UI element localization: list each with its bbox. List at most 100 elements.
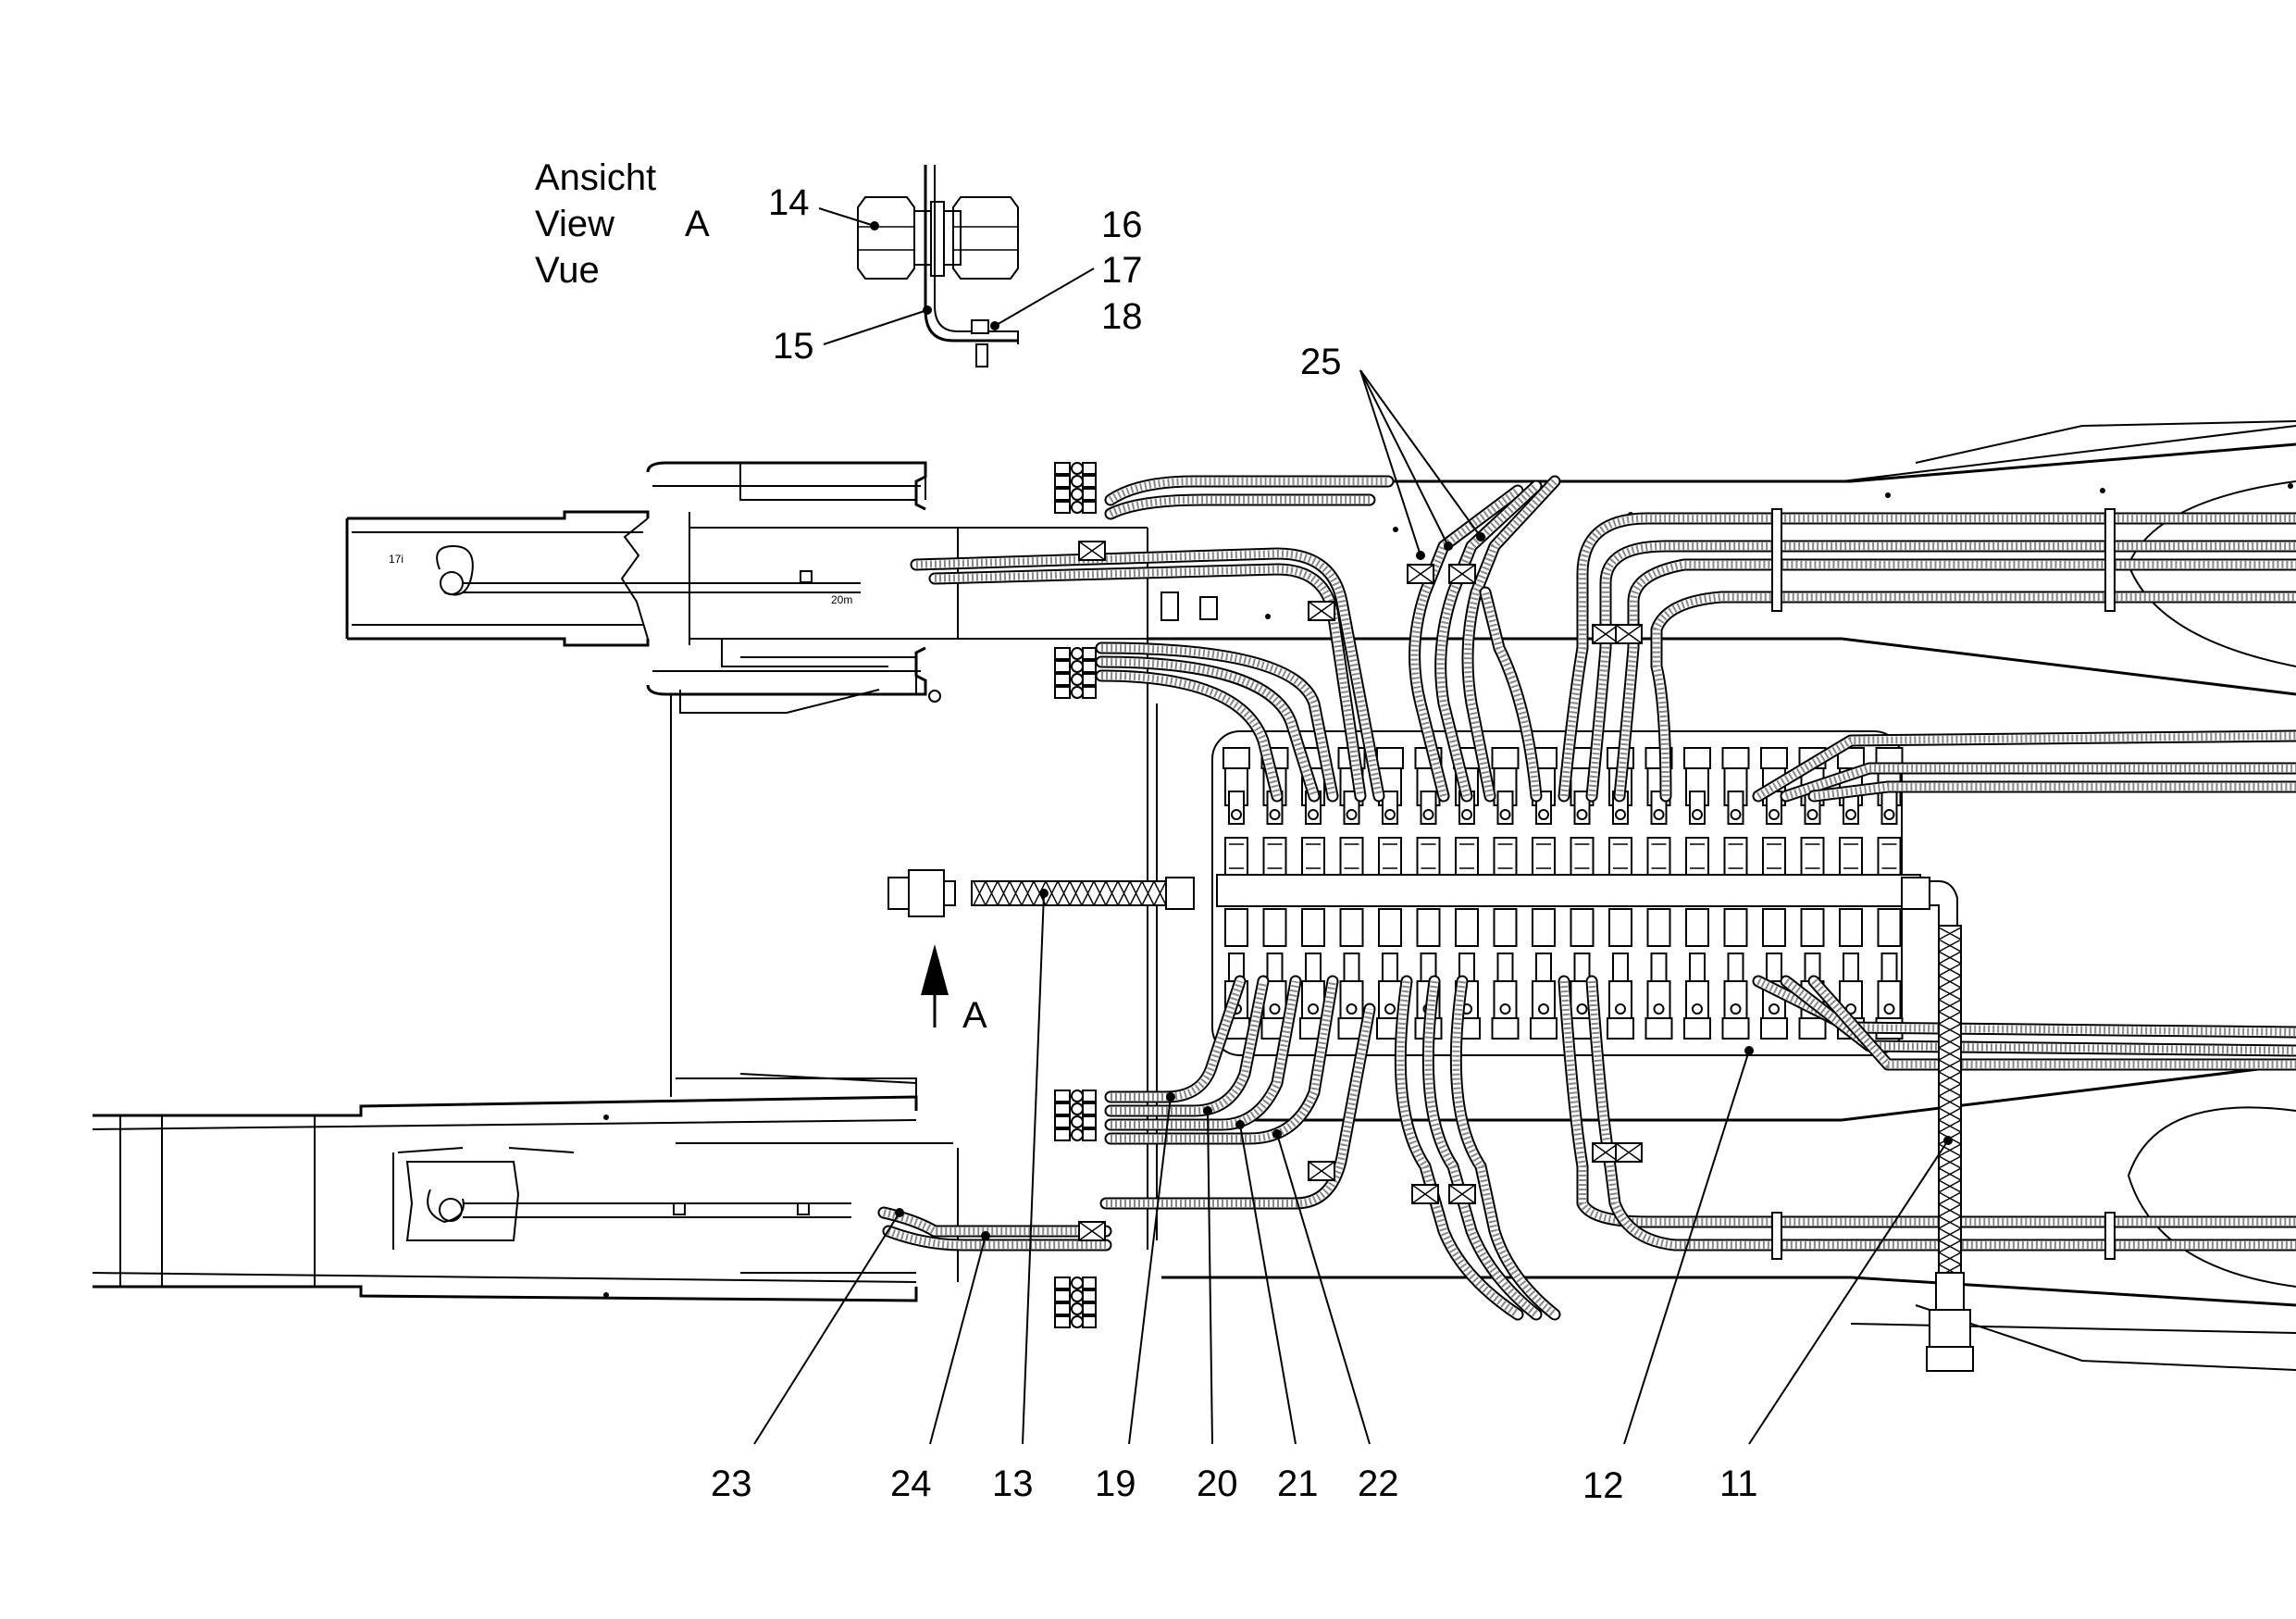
supply-hose-13: [887, 869, 1195, 917]
callout-24: 24: [890, 1463, 932, 1504]
callout-20: 20: [1197, 1463, 1238, 1504]
connector-plug: [1054, 488, 1071, 501]
connector-plug: [1054, 501, 1071, 514]
valve-cap: [1798, 1017, 1827, 1040]
valve-body: [1608, 980, 1632, 1019]
callout-25: 25: [1300, 342, 1342, 382]
valve-body: [1493, 837, 1518, 876]
valve-body: [1723, 908, 1748, 947]
connector-plug: [1054, 1289, 1071, 1302]
valve-body: [1608, 837, 1632, 876]
valve-body: [1416, 837, 1441, 876]
valve-cap: [1760, 1017, 1788, 1040]
valve-body: [1416, 908, 1441, 947]
valve-body: [1532, 908, 1556, 947]
connector-plug: [1054, 1102, 1071, 1115]
view-arrow-letter: A: [962, 995, 987, 1036]
callout-15: 15: [773, 326, 814, 367]
valve-cap: [1683, 747, 1711, 769]
callout-19: 19: [1095, 1463, 1136, 1504]
valve-body: [1800, 908, 1825, 947]
valve-body: [1646, 837, 1671, 876]
bulkhead-fitting: [857, 196, 1019, 280]
valve-body: [1378, 908, 1402, 947]
connector-plug: [1054, 1090, 1071, 1102]
view-label-view: View: [535, 204, 614, 244]
valve-cap: [1721, 1017, 1750, 1040]
part-mark-17i: 17i: [389, 553, 403, 566]
valve-body: [1339, 908, 1364, 947]
valve-cap: [1530, 1017, 1558, 1040]
valve-cap: [1222, 747, 1250, 769]
bottom-callouts: 23 24 13 19 20 21 22 12 11 25: [711, 342, 1949, 1506]
connector-plug: [1054, 462, 1071, 475]
callout-12: 12: [1582, 1465, 1624, 1506]
callout-17: 17: [1101, 250, 1143, 291]
connector-plug: [1054, 1277, 1071, 1289]
callout-18: 18: [1101, 296, 1143, 337]
return-hose-11: [1901, 877, 1974, 1372]
hose-connectors: [1054, 462, 1097, 1328]
connector-plug: [1054, 686, 1071, 699]
bundle-clip: [2104, 508, 2116, 612]
connector-plug: [1054, 647, 1071, 660]
callout-16: 16: [1101, 205, 1143, 245]
view-label-letter: A: [685, 204, 710, 244]
valve-body: [1877, 837, 1902, 876]
valve-body: [1646, 980, 1671, 1019]
connector-plug: [1054, 475, 1071, 488]
callout-14: 14: [768, 182, 810, 223]
view-label-ansicht: Ansicht: [535, 157, 656, 198]
connector-plug: [1054, 1315, 1071, 1328]
valve-cap: [1721, 747, 1750, 769]
valve-body: [1455, 908, 1479, 947]
valve-body: [1800, 837, 1825, 876]
valve-body: [1685, 837, 1709, 876]
valve-body: [1877, 908, 1902, 947]
callout-22: 22: [1358, 1463, 1399, 1504]
valve-body: [1493, 980, 1518, 1019]
valve-cap: [1607, 1017, 1634, 1040]
lower-boom-arm: [92, 1073, 959, 1302]
valve-body: [1570, 837, 1595, 876]
connector-plug: [1054, 1302, 1071, 1315]
valve-body: [1839, 837, 1863, 876]
connector-plug: [1054, 1115, 1071, 1128]
valve-cap: [1644, 1017, 1673, 1040]
valve-body: [1608, 908, 1632, 947]
connector-plug: [1054, 673, 1071, 686]
hose-clamps-25: [1359, 369, 1485, 560]
valve-body: [1262, 837, 1287, 876]
valve-body: [1762, 908, 1786, 947]
valve-body: [1646, 908, 1671, 947]
callout-13: 13: [992, 1463, 1034, 1504]
valve-cap: [1376, 747, 1404, 769]
upper-boom-arm: 17i 20m: [345, 461, 1148, 714]
valve-body: [1301, 908, 1325, 947]
callout-11: 11: [1719, 1463, 1758, 1504]
valve-body: [1339, 837, 1364, 876]
callout-21: 21: [1277, 1463, 1319, 1504]
valve-body: [1493, 908, 1518, 947]
valve-body: [1723, 837, 1748, 876]
valve-body: [1224, 908, 1248, 947]
part-mark-20m: 20m: [831, 593, 852, 606]
valve-body: [1224, 837, 1248, 876]
view-label-vue: Vue: [535, 250, 600, 291]
valve-body: [1723, 980, 1748, 1019]
valve-cap: [1491, 747, 1520, 769]
connector-plug: [1054, 1128, 1071, 1141]
bundle-clip: [2104, 1212, 2116, 1260]
valve-cap: [1760, 747, 1788, 769]
bundle-clip: [1771, 1212, 1782, 1260]
valve-body: [1532, 837, 1556, 876]
connector-plug: [1054, 660, 1071, 673]
valve-cap: [1491, 1017, 1520, 1040]
valve-body: [1455, 837, 1479, 876]
valve-body: [1685, 908, 1709, 947]
bundle-clip: [1771, 508, 1782, 612]
view-a-detail: Ansicht View A Vue 14 15 16 17 18: [535, 157, 1143, 367]
valve-body: [1301, 837, 1325, 876]
valve-body: [1762, 837, 1786, 876]
